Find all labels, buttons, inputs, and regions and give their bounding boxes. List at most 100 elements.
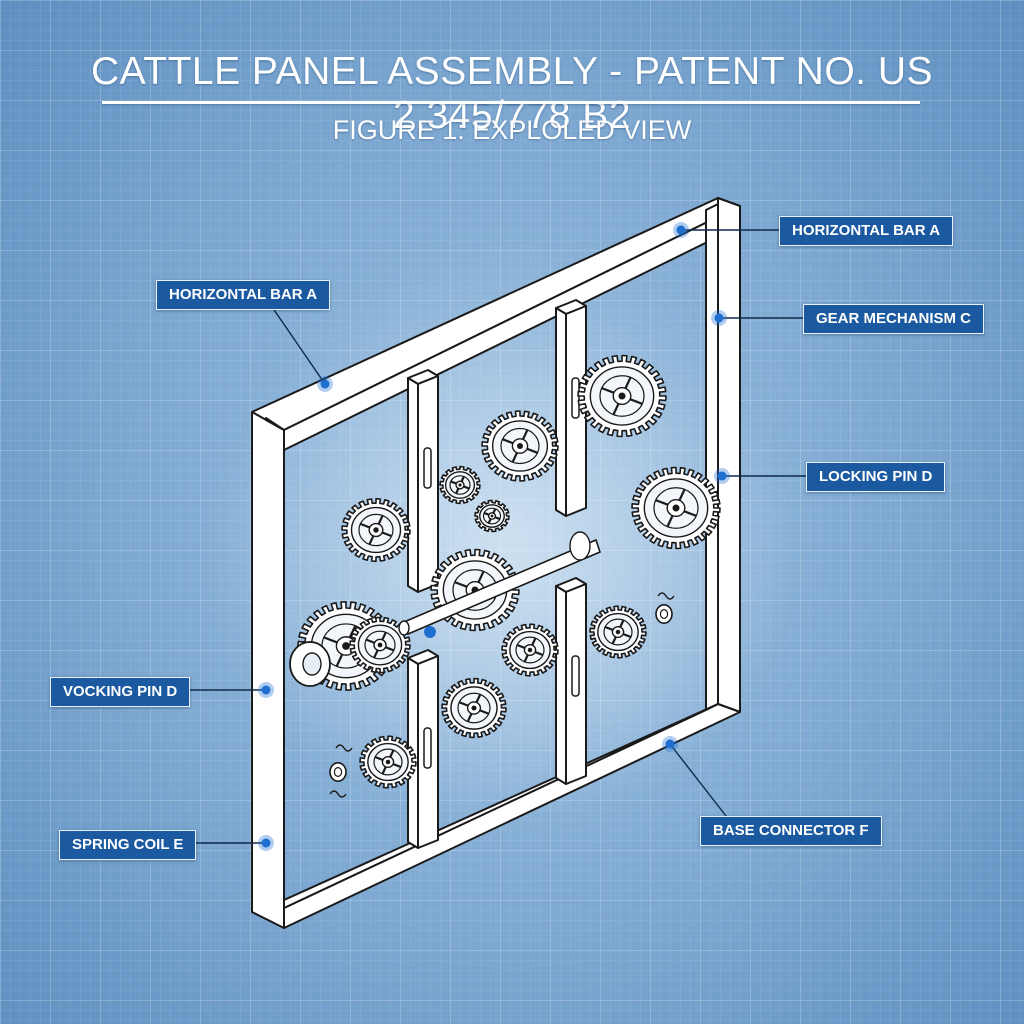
leader-base-connector-f-line [669,743,727,817]
upright-lower-left-slot [423,727,432,769]
callout-gear-mechanism-c: GEAR MECHANISM C [803,304,985,334]
gear-left-inner [349,616,411,674]
gear-mid-lower-spoke [534,650,544,657]
gear-mid-lower-spoke [523,653,530,663]
drive-shaft-end [398,620,410,636]
upright-upper-left-front [417,375,439,593]
gear-right-lower-spoke [618,619,625,629]
gear-top-right-spoke [601,387,616,395]
panel-frame [251,197,741,929]
gear-set [289,354,721,798]
gear-left-spoke [381,531,393,538]
gear-bottom-left-spoke [392,762,402,769]
gear-right-lower-web [603,618,633,646]
leader-vocking-pin-d-dot [261,685,271,695]
gear-bottom-left-spoke [388,749,395,759]
gear-right-large-spoke [666,514,674,528]
gear-lower-center-spoke [475,693,482,704]
upright-lower-right-slot [571,655,580,697]
gear-right-large-spoke [678,488,686,502]
gear-left-large-spoke [323,636,339,644]
pulley-inner [302,652,322,676]
callout-horizontal-bar-a-right: HORIZONTAL BAR A [779,216,954,246]
gear-right-large-web [653,487,699,529]
frame-right-post-side [717,197,741,713]
upright-lower-left-front [417,655,439,849]
gear-top-center-web [500,427,540,465]
gear-right-lower-bore [615,629,621,635]
gear-mid-lower [501,623,559,677]
gear-small-b-web [482,507,502,525]
drive-shaft-collar [569,531,591,561]
gear-left-inner-spoke [384,645,395,652]
gear-right-lower [589,605,647,659]
upright-upper-right-side [555,307,567,517]
callout-vocking-pin-d: VOCKING PIN D [50,677,191,707]
leader-horizontal-bar-a-right-dot [676,225,686,235]
gear-lower-center-spoke [466,712,473,723]
gear-small-a [439,465,481,505]
gear-lower-center-spoke [458,701,470,707]
upright-upper-right-slot [571,377,580,419]
leader-gear-mechanism-c-dot [714,313,724,323]
washer-right-hole [659,608,669,619]
gear-top-center-spoke [525,447,538,454]
gear-small-a-web [449,475,471,495]
callout-horizontal-bar-a-left: HORIZONTAL BAR A [156,280,331,310]
gear-right-large [631,466,721,550]
gear-bottom-left [359,735,417,789]
gear-top-right-web [599,375,645,417]
upright-lower-right-front [565,583,587,785]
gear-top-center-spoke [521,429,529,441]
frame-left-post-cap [265,417,285,431]
leader-spring-coil-e-dot [261,838,271,848]
figure-subtitle: FIGURE 1: EXPLOLED VIEW [332,115,692,145]
gear-bottom-left-web [373,748,403,776]
gear-left-large-spoke [335,653,344,667]
gear-small-a-bore [458,483,462,487]
gear-left-inner-web [364,630,396,660]
gear-top-center-spoke [502,438,515,445]
gear-lower-center-bore [471,705,477,711]
gear-right-lower-spoke [611,635,618,645]
gear-right-lower-spoke [622,632,632,639]
leader-locking-pin-d-dot [717,471,727,481]
leader-horizontal-bar-a-left-line [269,303,326,385]
gear-left-inner-spoke [373,649,379,659]
upright-upper-left-side [407,377,419,593]
gear-mid-lower-web [515,636,545,664]
upright-upper-left-slot [423,447,432,489]
spring-squiggle-right [657,592,675,600]
washer-left [329,761,347,782]
gear-lower-center-spoke [478,709,490,715]
gear-lower-center-web [457,692,491,724]
upright-upper-right-front [565,305,587,517]
spring-squiggle-lower [329,790,347,798]
spring-squiggle-upper [335,744,353,752]
gear-shaft-main-spoke [477,570,485,584]
gear-top-right-bore [618,392,626,400]
gear-shaft-main-spoke [454,581,469,589]
leader-lines [178,222,806,851]
gear-top-center [481,410,559,482]
gear-right-large-spoke [655,499,670,507]
gear-top-center-spoke [511,451,519,463]
title-underline [102,101,920,104]
leader-base-connector-f-dot [665,739,675,749]
washer-left-hole [333,766,343,777]
gear-left-bore [373,527,379,533]
gear-right-large-spoke [682,509,697,517]
gear-top-right-spoke [628,397,643,405]
callout-spring-coil-e: SPRING COIL E [59,830,197,860]
gear-left-large-spoke [348,625,357,639]
gear-left [341,497,411,563]
upright-lower-right-side [555,585,567,785]
gear-left-spoke [359,522,371,529]
gear-left-inner-bore [377,642,383,648]
gear-top-right-spoke [612,402,620,416]
gear-bottom-left-spoke [381,765,388,775]
gear-top-center-bore [516,442,524,450]
gear-right-large-bore [672,504,680,512]
callout-base-connector-f: BASE CONNECTOR F [700,816,882,846]
